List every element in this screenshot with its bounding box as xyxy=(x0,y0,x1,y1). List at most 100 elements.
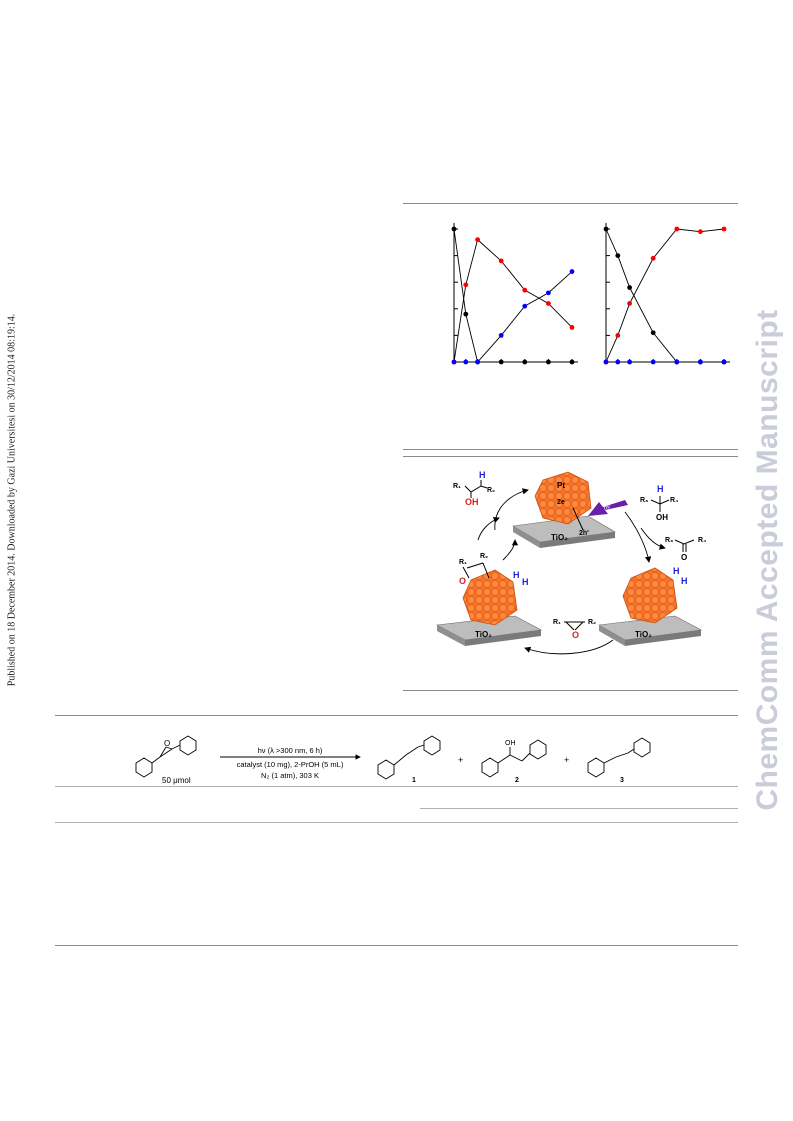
table-top-rule xyxy=(55,715,738,716)
table-sub-rule xyxy=(420,808,738,809)
data-point-series-2 xyxy=(569,269,575,274)
catalyst-left xyxy=(436,569,542,646)
o-epoxide: O xyxy=(572,630,579,640)
alcohol-bonds xyxy=(650,496,670,512)
cycle-arrow-top-left xyxy=(494,488,529,531)
data-point-series-2 xyxy=(721,359,727,365)
data-point-series-0 xyxy=(522,359,528,365)
scheme-top-rule xyxy=(403,456,738,457)
data-point-series-2 xyxy=(546,290,551,296)
figure-bottom-rule xyxy=(403,449,738,450)
cycle-arrow-top-right xyxy=(624,511,652,563)
r4-ketone: R₄ xyxy=(698,537,706,544)
condition-catalyst: catalyst (10 mg), 2-PrOH (5 mL) xyxy=(237,760,344,769)
h-alcohol: H xyxy=(657,484,664,494)
h-left-1: H xyxy=(513,570,520,580)
r2-adsorbed: R₂ xyxy=(480,553,488,560)
data-point-series-2 xyxy=(603,359,609,365)
data-point-series-2 xyxy=(463,359,469,365)
figure-top-rule xyxy=(403,203,738,204)
series-line-1 xyxy=(605,228,725,363)
hv-label: hv xyxy=(603,504,611,512)
h-left-2: H xyxy=(522,577,529,587)
publication-notice: Published on 18 December 2014. Downloade… xyxy=(6,313,18,687)
series-line-0 xyxy=(453,228,572,363)
data-point-series-0 xyxy=(463,311,469,317)
product-2-label: 2 xyxy=(515,777,519,784)
ketone-bonds xyxy=(674,539,695,552)
r2-epoxide: R₂ xyxy=(588,619,596,626)
r2-product: R₂ xyxy=(487,487,495,494)
r1-epoxide: R₁ xyxy=(553,619,561,626)
product-3-label: 3 xyxy=(620,777,624,784)
data-point-series-1 xyxy=(674,226,680,232)
r1-product: R₁ xyxy=(453,483,461,490)
product-1-label: 1 xyxy=(412,777,416,784)
data-point-series-1 xyxy=(615,333,621,338)
r4-alcohol: R₄ xyxy=(670,497,678,504)
data-point-series-0 xyxy=(615,253,621,258)
o-adsorbed: O xyxy=(459,576,466,586)
catalyst-right xyxy=(598,567,702,646)
data-point-series-1 xyxy=(463,282,469,288)
product-bonds xyxy=(464,480,488,498)
oh-alcohol: OH xyxy=(656,513,668,522)
data-point-series-2 xyxy=(615,359,621,365)
h-right-2: H xyxy=(681,576,688,586)
series-line-0 xyxy=(605,228,724,363)
catalyst-top xyxy=(512,471,616,548)
ketone-release-arrow xyxy=(640,527,666,550)
data-point-series-0 xyxy=(451,226,457,232)
product-2-oh: OH xyxy=(505,740,516,747)
cycle-arrow-left xyxy=(477,517,500,541)
data-point-series-2 xyxy=(498,333,504,338)
series-line-1 xyxy=(453,238,573,363)
data-point-series-0 xyxy=(650,330,656,336)
data-point-series-2 xyxy=(650,359,656,365)
table-bottom-rule xyxy=(55,945,738,946)
tio2-right-label: TiO₂ xyxy=(635,630,652,639)
r1-adsorbed: R₁ xyxy=(459,559,467,566)
reactant-oxygen: O xyxy=(164,739,170,748)
catalytic-cycle-scheme: Pt 2e 2h' TiO₂ hv TiO₂ R₁ R₂ O H H TiO₂ … xyxy=(436,470,706,655)
table-header-rule xyxy=(55,822,738,823)
data-point-series-1 xyxy=(698,229,703,235)
series-line-2 xyxy=(454,271,573,363)
scheme-bottom-rule xyxy=(403,690,738,691)
tio2-left-label: TiO₂ xyxy=(475,630,492,639)
pt-label: Pt xyxy=(557,481,565,490)
data-point-series-2 xyxy=(451,359,457,365)
data-point-series-1 xyxy=(546,301,551,306)
data-point-series-1 xyxy=(650,255,656,261)
reactant-structure xyxy=(135,735,197,778)
h-product: H xyxy=(479,470,486,480)
reaction-scheme: O 50 μmol hν (λ >300 nm, 6 h) catalyst (… xyxy=(135,735,651,785)
hole-label: 2h' xyxy=(579,530,589,537)
time-course-plot-right xyxy=(603,223,730,365)
data-point-series-0 xyxy=(546,359,551,365)
time-course-plot-left xyxy=(451,223,578,365)
data-point-series-2 xyxy=(627,359,632,365)
data-point-series-0 xyxy=(498,359,504,365)
data-point-series-1 xyxy=(627,301,632,306)
product-1-structure xyxy=(377,735,441,780)
light-arrow xyxy=(588,500,628,516)
plus-sign-1: + xyxy=(458,755,463,765)
adsorbed-epoxide-bonds xyxy=(462,562,490,579)
cycle-arrow-bottom xyxy=(524,639,614,655)
product-2-structure xyxy=(481,739,547,778)
o-ketone: O xyxy=(681,553,687,562)
condition-atmosphere: N₂ (1 atm), 303 K xyxy=(261,771,319,780)
data-point-series-0 xyxy=(569,359,575,365)
data-point-series-1 xyxy=(522,287,528,293)
oh-product: OH xyxy=(465,497,479,507)
r3-ketone: R₃ xyxy=(665,537,673,544)
condition-light: hν (λ >300 nm, 6 h) xyxy=(258,746,323,755)
data-point-series-2 xyxy=(522,303,528,309)
epoxide-bonds xyxy=(564,621,585,631)
plus-sign-2: + xyxy=(564,755,569,765)
product-release-arrow xyxy=(502,539,519,561)
tio2-top-label: TiO₂ xyxy=(551,533,568,542)
product-3-structure xyxy=(587,737,651,778)
data-point-series-2 xyxy=(698,359,703,365)
